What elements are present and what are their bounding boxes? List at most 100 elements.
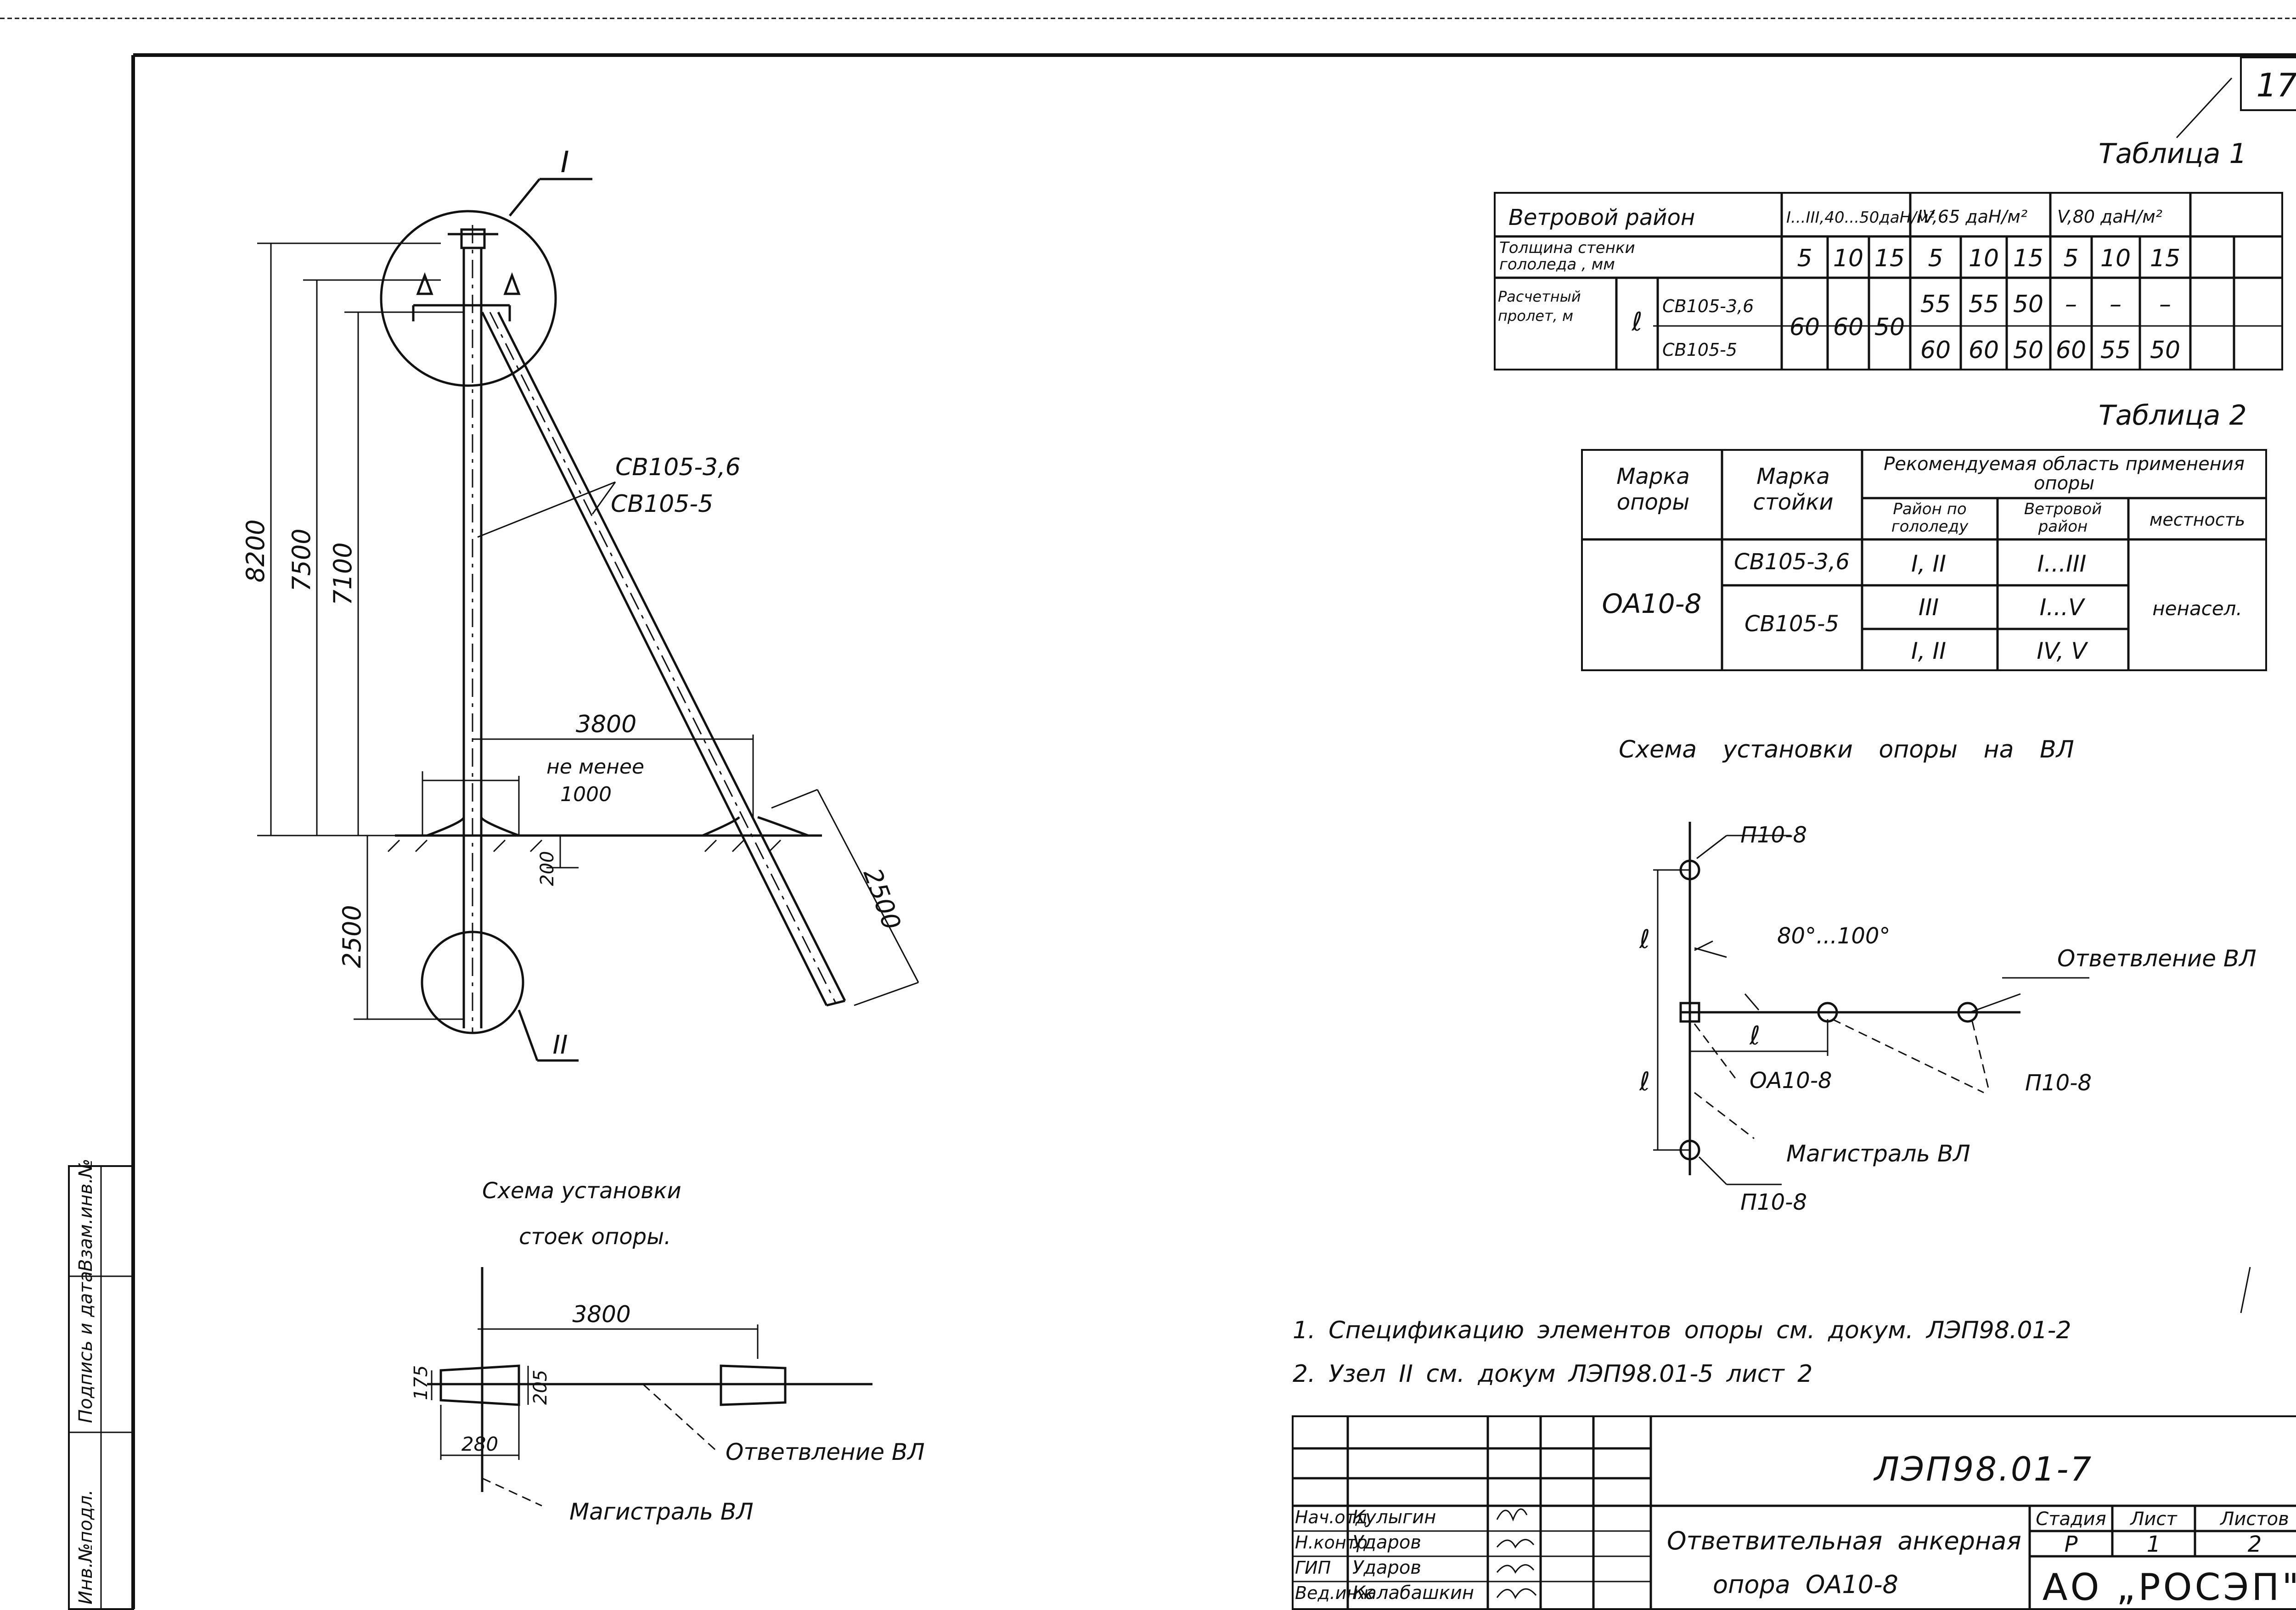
note-2: 2. Узел II см. докум ЛЭП98.01-5 лист 2 bbox=[1293, 1360, 1812, 1388]
tb-name-line1: Ответвительная анкерная bbox=[1667, 1526, 2021, 1555]
t1-header-wind: Ветровой район bbox=[1508, 205, 1695, 230]
t2-col-mark-support: Марка опоры bbox=[1616, 464, 1690, 515]
svg-text:55: 55 bbox=[1920, 291, 1951, 318]
svg-text:50: 50 bbox=[2013, 291, 2043, 318]
tb-doc-code: ЛЭП98.01-7 bbox=[1873, 1450, 2093, 1488]
t1-span-symbol: ℓ bbox=[1631, 307, 1642, 337]
dim-3800: 3800 bbox=[576, 711, 636, 738]
tb-sheet: 1 bbox=[2147, 1531, 2161, 1557]
svg-text:–: – bbox=[2110, 291, 2122, 318]
t2-post-a: СВ105-3,6 bbox=[1734, 549, 1850, 575]
posts-title-2: стоек опоры. bbox=[519, 1224, 671, 1250]
svg-text:–: – bbox=[2159, 291, 2171, 318]
signature-marks bbox=[1496, 1508, 1537, 1599]
posts-main-label: Магистраль ВЛ bbox=[569, 1498, 754, 1525]
posts-title-1: Схема установки bbox=[482, 1178, 681, 1204]
t1-row-b-values: 60 60 50 60 55 50 bbox=[1920, 337, 2180, 364]
side-stamp: Взам.инв.№ Подпись и дата Инв.№подл. bbox=[68, 1159, 134, 1610]
svg-text:55: 55 bbox=[2100, 337, 2131, 364]
scheme-title: Схема установки опоры на ВЛ bbox=[1619, 736, 2074, 763]
pole-post-label-b: СВ105-5 bbox=[611, 490, 713, 518]
line-scheme bbox=[1653, 822, 2089, 1185]
dim-7100: 7100 bbox=[328, 542, 357, 605]
svg-text:10: 10 bbox=[1969, 245, 1999, 272]
svg-text:15: 15 bbox=[2013, 245, 2043, 272]
scheme-l-vertical-bottom: ℓ bbox=[1639, 1067, 1650, 1097]
posts-dim-175: 175 bbox=[411, 1365, 432, 1400]
tb-role-4: Вед.инж bbox=[1295, 1583, 1374, 1603]
t2-col-wind: Ветровой район bbox=[2024, 500, 2102, 536]
tb-name-2: Ударов bbox=[1352, 1532, 1421, 1553]
stamp-sign-date: Подпись и дата bbox=[75, 1271, 96, 1423]
t1-header-2: IV,65 даН/м² bbox=[1917, 207, 2027, 227]
svg-text:15: 15 bbox=[1874, 245, 1905, 272]
svg-text:60: 60 bbox=[1790, 314, 1820, 341]
t1-header-1: I...III,40...50даН/м² bbox=[1786, 208, 1935, 227]
svg-text:50: 50 bbox=[2013, 337, 2043, 364]
svg-text:60: 60 bbox=[1833, 314, 1863, 341]
tb-name-1: Кулыгин bbox=[1352, 1507, 1436, 1528]
t2-ice-b2: I, II bbox=[1911, 638, 1946, 664]
svg-text:50: 50 bbox=[2150, 337, 2180, 364]
t2-col-recommended: Рекомендуемая область применения опоры bbox=[1884, 454, 2245, 494]
table1-title: Таблица 1 bbox=[2099, 138, 2247, 170]
table1 bbox=[1494, 192, 2283, 370]
t2-support: ОА10-8 bbox=[1602, 588, 1702, 619]
t1-ice-values: 5 10 15 5 10 15 5 10 15 bbox=[1797, 245, 2180, 272]
pole-node-bottom: II bbox=[552, 1030, 568, 1060]
scheme-p-top: П10-8 bbox=[1740, 822, 1807, 848]
pole-drawing bbox=[257, 178, 919, 1062]
svg-text:60: 60 bbox=[1969, 337, 1999, 364]
t2-col-mark-post: Марка стойки bbox=[1753, 464, 1834, 515]
scheme-main: Магистраль ВЛ bbox=[1786, 1140, 1970, 1167]
sheet-number: 17 bbox=[2256, 67, 2296, 104]
tb-sheets-label: Листов bbox=[2219, 1509, 2289, 1530]
svg-text:60: 60 bbox=[2056, 337, 2086, 364]
svg-text:10: 10 bbox=[1833, 245, 1863, 272]
t2-terrain: ненасел. bbox=[2152, 597, 2242, 620]
tb-company: АО „РОСЭП" bbox=[2043, 1566, 2296, 1609]
t2-wind-b2: IV, V bbox=[2037, 638, 2088, 664]
note-1: 1. Спецификацию элементов опоры см. доку… bbox=[1293, 1317, 2071, 1344]
svg-text:5: 5 bbox=[1928, 245, 1943, 272]
t1-span-label: Расчетный пролет, м bbox=[1498, 288, 1581, 325]
posts-dim-280: 280 bbox=[461, 1433, 498, 1455]
dim-2500-left: 2500 bbox=[338, 905, 366, 968]
table2 bbox=[1581, 449, 2267, 671]
tb-sheets: 2 bbox=[2248, 1531, 2262, 1557]
posts-scheme bbox=[427, 1267, 872, 1507]
t2-wind-a: I...III bbox=[2037, 550, 2087, 577]
tb-sheet-label: Лист bbox=[2129, 1509, 2178, 1530]
table2-title: Таблица 2 bbox=[2099, 399, 2247, 432]
svg-text:15: 15 bbox=[2150, 245, 2180, 272]
t1-row-a-label: СВ105-3,6 bbox=[1662, 296, 1754, 316]
svg-text:10: 10 bbox=[2100, 245, 2131, 272]
svg-text:5: 5 bbox=[1797, 245, 1812, 272]
pole-node-top: I bbox=[561, 146, 569, 180]
svg-text:5: 5 bbox=[2063, 245, 2078, 272]
t2-col-terrain: местность bbox=[2150, 510, 2245, 530]
t2-ice-a: I, II bbox=[1911, 550, 1946, 577]
tb-role-1: Нач.отд bbox=[1295, 1507, 1367, 1527]
scheme-branch: Ответвление ВЛ bbox=[2057, 945, 2257, 972]
scheme-p-right: П10-8 bbox=[2025, 1070, 2092, 1096]
posts-branch-label: Ответвление ВЛ bbox=[726, 1439, 925, 1465]
sheet-frame bbox=[0, 17, 2296, 1609]
tb-name-4: Калабашкин bbox=[1352, 1582, 1474, 1604]
stamp-replace-inv: Взам.инв.№ bbox=[75, 1159, 96, 1272]
title-block bbox=[1292, 1415, 2296, 1610]
t1-row-a-values: 60 60 50 55 55 50 – – – bbox=[1790, 291, 2171, 341]
dim-7500: 7500 bbox=[287, 528, 316, 591]
posts-dim-205: 205 bbox=[530, 1370, 551, 1405]
t1-ice-label: Толщина стенки гололеда , мм bbox=[1499, 240, 1635, 274]
posts-dim-3800: 3800 bbox=[572, 1301, 630, 1328]
tb-role-2: Н.контр bbox=[1295, 1532, 1367, 1553]
dim-8200: 8200 bbox=[241, 519, 270, 582]
stamp-inv-orig: Инв.№подл. bbox=[75, 1489, 96, 1604]
scheme-oa: ОА10-8 bbox=[1750, 1068, 1832, 1094]
tb-name-line2: опора ОА10-8 bbox=[1713, 1570, 1898, 1599]
dim-1000: 1000 bbox=[560, 783, 612, 806]
t2-wind-b1: I...V bbox=[2040, 594, 2086, 621]
svg-text:50: 50 bbox=[1874, 314, 1905, 341]
